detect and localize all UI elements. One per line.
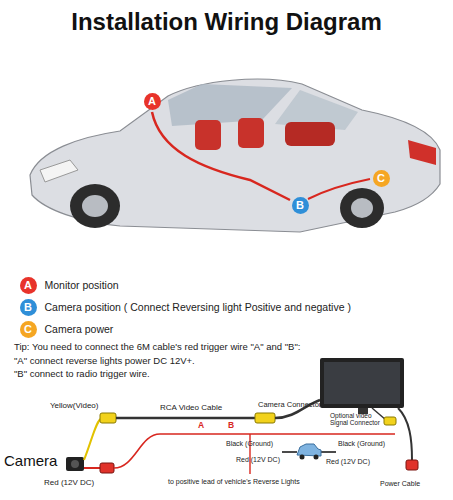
callout-letter: B	[24, 302, 32, 313]
optional-rca-plug	[384, 417, 396, 425]
title: Installation Wiring Diagram	[0, 8, 453, 36]
wire-label: Red (12V DC)	[326, 458, 370, 466]
position-label: Monitor position	[45, 279, 119, 291]
red-trigger-wire	[114, 434, 395, 468]
power-plug	[406, 460, 418, 470]
power-wire	[308, 179, 370, 199]
camera-connector	[255, 413, 275, 423]
legend-marker: AMonitor position	[20, 277, 37, 294]
callout-letter: C	[377, 173, 385, 184]
wheel	[340, 188, 384, 228]
rca-video-cable	[116, 417, 255, 420]
wire-label: A	[198, 421, 204, 431]
camera-icon	[66, 457, 84, 471]
rim	[351, 198, 373, 218]
taillight	[408, 140, 436, 165]
wire-label: Optional video Signal Connector	[330, 412, 380, 427]
power-cable	[398, 408, 412, 460]
wire-label: Black (Ground)	[226, 440, 273, 448]
power-plug	[100, 463, 114, 473]
windshield	[168, 84, 292, 126]
yellow-wire	[84, 418, 102, 460]
position-label: Camera position ( Connect Reversing ligh…	[45, 301, 351, 313]
vehicle-icon	[297, 444, 321, 456]
wire-label: to positive lead of vehicle's Reverse Li…	[168, 478, 300, 486]
legend-marker: BCamera position ( Connect Reversing lig…	[20, 299, 37, 316]
wire-label: Power Cable	[380, 480, 420, 488]
car-body	[30, 79, 440, 232]
wire-label: Red (12V DC)	[44, 478, 94, 487]
seat	[285, 122, 335, 146]
callout-circle: C	[373, 170, 390, 187]
wire-label: Yellow(Video)	[50, 401, 98, 410]
wire-label: Red (12V DC)	[236, 456, 280, 464]
seat	[195, 120, 221, 150]
headlight	[40, 160, 78, 182]
callout-letter: C	[24, 324, 32, 335]
wire-label: RCA Video Cable	[160, 403, 222, 412]
tip-note: Tip: You need to connect the 6M cable's …	[14, 342, 300, 353]
wire-label: B	[228, 421, 234, 431]
tip-note: "B" connect to radio trigger wire.	[14, 369, 150, 380]
wheel	[70, 184, 120, 228]
red-wire	[84, 467, 100, 469]
tip-note: "A" connect reverse lights power DC 12V+…	[14, 356, 195, 367]
wire-label: Camera	[4, 452, 57, 469]
camera-lens	[71, 460, 79, 468]
monitor	[320, 358, 404, 408]
callout-letter: B	[296, 200, 304, 211]
callout-letter: A	[24, 280, 32, 291]
monitor-screen	[324, 362, 400, 404]
seat	[238, 118, 264, 148]
wire-label: Camera Connector	[258, 401, 321, 410]
camera-cable	[152, 112, 290, 200]
callout-letter: A	[148, 96, 156, 107]
rim	[82, 195, 108, 217]
callout-circle: B	[292, 197, 309, 214]
legend-marker: CCamera power	[20, 321, 37, 338]
callout-circle: A	[144, 93, 161, 110]
position-label: Camera power	[45, 323, 114, 335]
wire-label: Black (Ground)	[338, 440, 385, 448]
rca-plug	[100, 413, 116, 423]
